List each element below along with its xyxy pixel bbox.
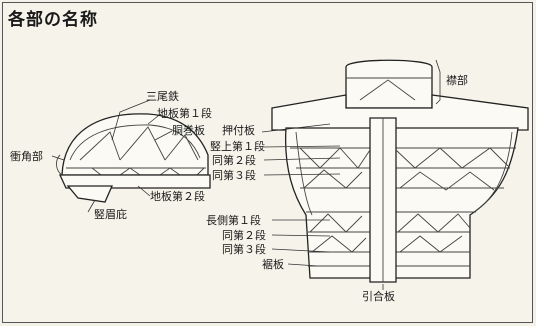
label-jiita-1: 地板第１段 bbox=[157, 106, 212, 120]
label-hikiawaseita: 引合板 bbox=[362, 289, 395, 303]
label-nagagawa-1: 長側第１段 bbox=[206, 213, 261, 227]
label-oshitsukeita: 押付板 bbox=[222, 123, 255, 137]
label-susoita: 裾板 bbox=[262, 257, 284, 271]
label-shokakubu: 衝角部 bbox=[10, 149, 43, 163]
label-tateage-3: 同第３段 bbox=[212, 168, 256, 182]
cuirass-illustration bbox=[271, 59, 529, 283]
page-title: 各部の名称 bbox=[8, 10, 98, 30]
cuirass-leaders bbox=[261, 59, 441, 290]
label-nagagawa-3: 同第３段 bbox=[222, 242, 266, 256]
helmet-leaders bbox=[51, 99, 173, 213]
label-jiita-2: 地板第２段 bbox=[150, 189, 205, 203]
label-sanbitetsu: 三尾鉄 bbox=[146, 89, 179, 103]
label-eribu: 襟部 bbox=[446, 73, 468, 87]
label-tateage-2: 同第２段 bbox=[212, 153, 256, 167]
helmet-illustration bbox=[56, 113, 211, 203]
label-doumakiita: 胴巻板 bbox=[172, 123, 205, 137]
label-tateage-1: 竪上第１段 bbox=[210, 139, 265, 153]
label-nagagawa-2: 同第２段 bbox=[222, 228, 266, 242]
label-shobisoko: 竪眉庇 bbox=[94, 207, 127, 221]
